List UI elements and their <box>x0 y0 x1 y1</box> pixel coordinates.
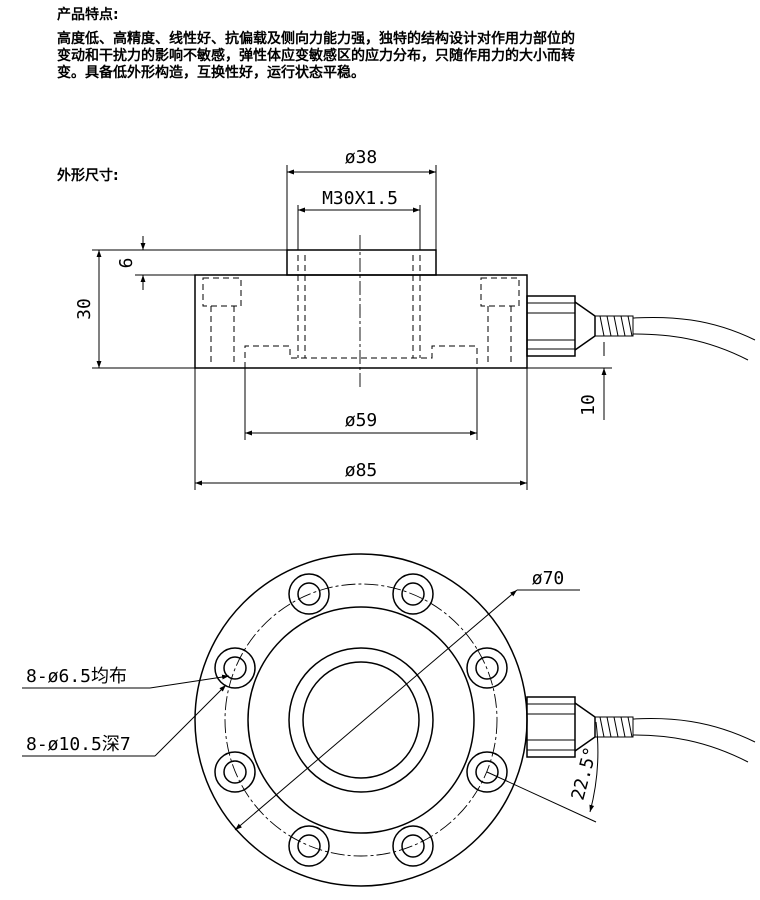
dim-counterbores: 8-ø10.5深7 <box>26 734 131 755</box>
top-view: ø70 8-ø6.5均布 8-ø10.5深7 22.5° <box>22 553 756 887</box>
connector-nut <box>574 301 596 351</box>
dim-bottom-dia: ø59 <box>345 410 378 431</box>
dim-boss-height: 6 <box>116 258 137 269</box>
connector-housing <box>526 295 576 357</box>
counterbore-hole <box>392 825 434 867</box>
dim-connector-height: 10 <box>578 394 599 416</box>
dim-thread: M30X1.5 <box>322 188 398 209</box>
features-line: 高度低、高精度、线性好、抗偏载及侧向力能力强，独特的结构设计对作用力部位的 <box>57 31 575 47</box>
dim-total-height: 30 <box>74 298 95 320</box>
outer-rim <box>194 553 528 887</box>
top-boss <box>286 249 437 276</box>
center-bore <box>302 661 420 779</box>
cable-top <box>632 717 756 743</box>
through-hole <box>297 834 321 858</box>
features-description: 高度低、高精度、线性好、抗偏载及侧向力能力强，独特的结构设计对作用力部位的 变动… <box>57 31 707 82</box>
counterbore-hole <box>214 647 256 689</box>
through-hole <box>223 656 247 680</box>
dimensions-heading: 外形尺寸: <box>57 168 119 184</box>
features-line: 变动和干扰力的影响不敏感，弹性体应变敏感区的应力分布，只随作用力的大小而转 <box>57 48 575 64</box>
boss-outer <box>288 647 434 793</box>
features-heading: 产品特点: <box>57 7 119 23</box>
dim-bolt-circle: ø70 <box>532 568 565 589</box>
dim-top-boss-dia: ø38 <box>345 147 378 168</box>
inner-step <box>247 606 475 834</box>
features-line: 变。具备低外形构造，互换性好，运行状态平稳。 <box>57 65 365 81</box>
bolt-circle <box>224 583 498 857</box>
side-view: ø38 M30X1.5 6 30 ø59 ø85 10 <box>74 147 756 490</box>
connector-housing-top <box>526 696 576 758</box>
dim-through-holes: 8-ø6.5均布 <box>26 666 127 687</box>
bolt-holes <box>214 573 508 867</box>
cable <box>632 316 756 341</box>
dim-outer-dia: ø85 <box>345 460 378 481</box>
through-hole <box>401 834 425 858</box>
